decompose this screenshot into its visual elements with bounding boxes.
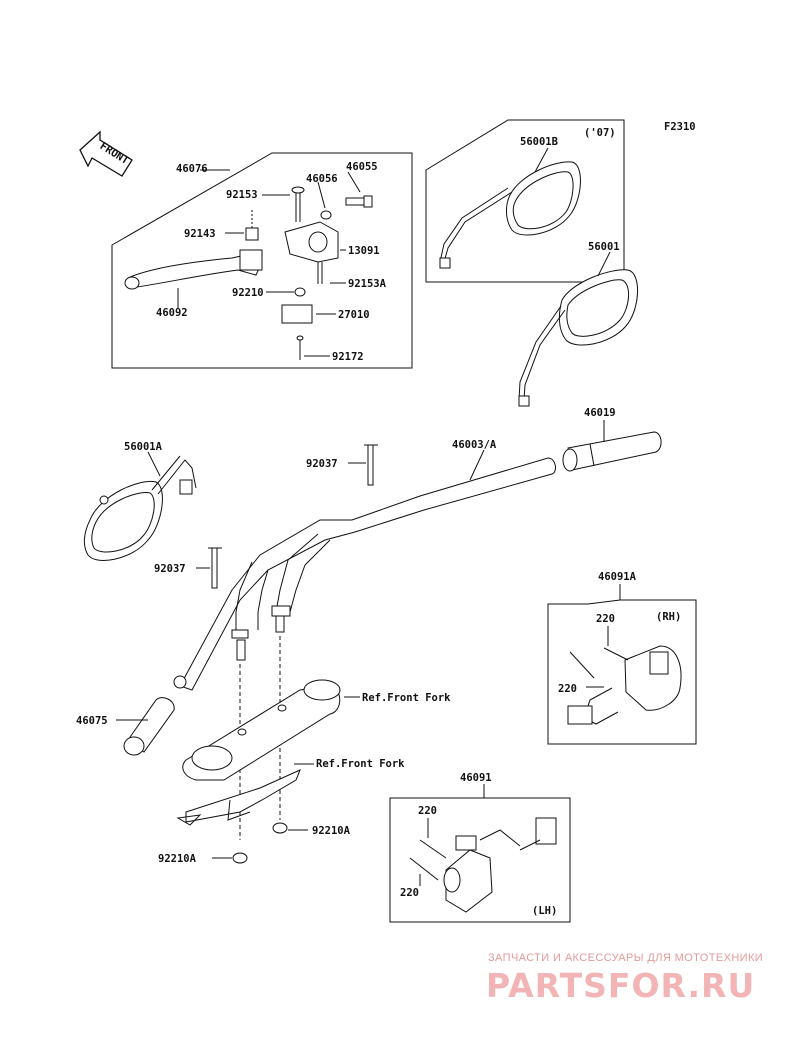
label-92153: 92153 <box>226 189 258 201</box>
mirror-56001 <box>518 269 639 407</box>
side-lh: (LH) <box>532 905 557 917</box>
washer-46056 <box>320 210 332 220</box>
switch-27010 <box>281 304 313 324</box>
rh-switch-box <box>547 599 697 745</box>
grip-46075 <box>123 675 187 756</box>
label-92037-bottom: 92037 <box>154 563 186 575</box>
label-92210A-left: 92210A <box>158 853 197 865</box>
screw-220-lh <box>409 839 447 881</box>
upper-bracket <box>182 679 341 781</box>
label-46092: 46092 <box>156 307 188 319</box>
watermark-tagline: ЗАПЧАСТИ И АКСЕССУАРЫ ДЛЯ МОТОТЕХНИКИ <box>488 952 764 964</box>
mirror-56001A <box>83 455 197 561</box>
clip-92037-top <box>364 444 378 486</box>
lever-assembly-box <box>111 152 413 369</box>
label-92037-top: 92037 <box>306 458 338 470</box>
label-46075: 46075 <box>76 715 108 727</box>
nut-92210 <box>294 287 306 297</box>
bolt-holders <box>236 615 285 661</box>
lh-switch-housing <box>443 817 557 913</box>
label-46055: 46055 <box>346 161 378 173</box>
rh-switch-housing <box>567 645 682 725</box>
label-46003A: 46003/A <box>452 439 497 451</box>
mirror-variant-box <box>425 119 625 283</box>
nut-92210A-left <box>232 852 248 864</box>
label-27010: 27010 <box>338 309 370 321</box>
label-92210A-right: 92210A <box>312 825 351 837</box>
label-46056: 46056 <box>306 173 338 185</box>
label-13091: 13091 <box>348 245 380 257</box>
handlebar-46003A <box>179 457 556 691</box>
label-46019: 46019 <box>584 407 616 419</box>
bolt-92153 <box>291 186 305 222</box>
label-220-lh-2: 220 <box>400 887 419 899</box>
label-ref-front-fork-1: Ref.Front Fork <box>362 692 451 704</box>
label-46076: 46076 <box>176 163 208 175</box>
mirror-56001B <box>439 161 581 269</box>
label-92153A: 92153A <box>348 278 387 290</box>
label-46091: 46091 <box>460 772 492 784</box>
collar-92143 <box>245 227 259 241</box>
clip-92037-bottom <box>208 547 222 589</box>
front-arrow-icon <box>79 130 133 177</box>
clutch-lever <box>124 249 263 290</box>
lever-bracket <box>284 221 339 263</box>
watermark-logo: PARTSFOR.RU <box>486 966 756 1005</box>
label-220-rh-1: 220 <box>596 613 615 625</box>
label-ref-front-fork-2: Ref.Front Fork <box>316 758 405 770</box>
side-rh: (RH) <box>656 611 681 623</box>
throttle-grip-46019 <box>562 431 662 472</box>
nut-92210A-right <box>272 822 288 834</box>
lh-switch-box <box>389 797 571 923</box>
variant-note: ('07) <box>584 127 616 139</box>
part-labels: F2310 FRONT 46076 46055 92153 46056 9214… <box>76 121 696 917</box>
label-92172: 92172 <box>332 351 364 363</box>
label-92143: 92143 <box>184 228 216 240</box>
label-92210: 92210 <box>232 287 264 299</box>
label-220-rh-2: 220 <box>558 683 577 695</box>
label-56001A: 56001A <box>124 441 163 453</box>
lower-bracket <box>176 769 301 826</box>
label-46091A: 46091A <box>598 571 637 583</box>
screw-220-rh <box>569 647 629 679</box>
label-220-lh-1: 220 <box>418 805 437 817</box>
figure-code: F2310 <box>664 121 696 133</box>
label-56001B: 56001B <box>520 136 558 148</box>
label-56001: 56001 <box>588 241 620 253</box>
screw-46055 <box>345 195 373 208</box>
